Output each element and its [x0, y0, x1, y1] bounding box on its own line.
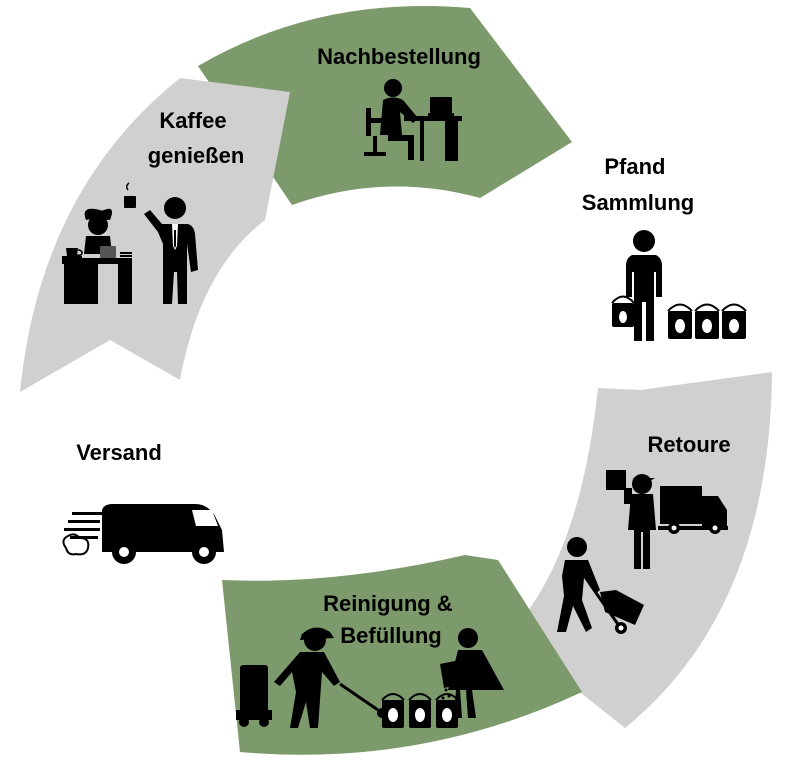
- label-kaffee-line: Kaffee: [159, 108, 226, 133]
- label-pfand-sammlung: Pfand Sammlung: [582, 154, 694, 215]
- label-nachbestellung-line: Nachbestellung: [317, 44, 481, 69]
- label-sammlung-line: Sammlung: [582, 190, 694, 215]
- label-nachbestellung: Nachbestellung: [317, 44, 481, 69]
- delivery-worker-truck-icon: [557, 470, 728, 634]
- delivery-van-icon: [62, 504, 224, 564]
- label-versand-line: Versand: [76, 440, 162, 465]
- segment-kaffee: [20, 78, 290, 392]
- label-retoure: Retoure: [647, 432, 730, 457]
- person-holding-bucket-icon: [611, 230, 747, 341]
- label-kaffee-geniessen: Kaffee genießen: [148, 108, 245, 168]
- label-geniessen-line: genießen: [148, 143, 245, 168]
- label-befuellung-line: Befüllung: [340, 623, 441, 648]
- workers-cleaning-filling-icon: [236, 627, 504, 728]
- label-reinigung-line: Reinigung &: [323, 591, 453, 616]
- label-reinigung-befuellung: Reinigung & Befüllung: [323, 591, 459, 648]
- label-versand: Versand: [76, 440, 162, 465]
- person-at-desk-computer-icon: [364, 79, 462, 161]
- office-worker-coffee-icon: [62, 182, 198, 304]
- label-retoure-line: Retoure: [647, 432, 730, 457]
- label-pfand-line: Pfand: [604, 154, 665, 179]
